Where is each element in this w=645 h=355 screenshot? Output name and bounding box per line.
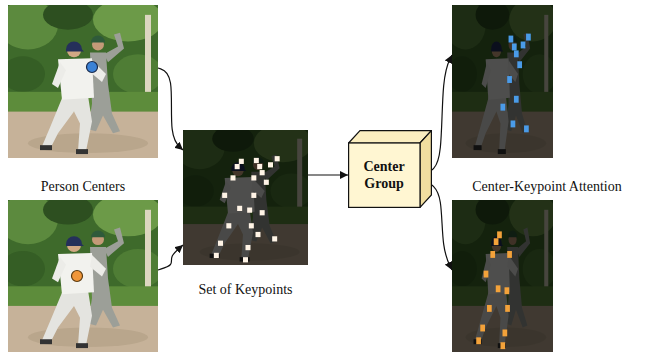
white-keypoints — [254, 158, 259, 163]
white-keypoints — [257, 164, 262, 169]
person-center-photo — [0, 193, 163, 352]
orange-keypoints — [494, 238, 499, 245]
blue-keypoints — [507, 76, 512, 83]
person-center-photo — [0, 193, 163, 352]
white-keypoints — [243, 257, 248, 262]
white-keypoints — [272, 236, 277, 241]
blue-keypoints — [514, 96, 519, 103]
photo-column: Person Centers — [8, 5, 158, 355]
photo-panel: Set of Keypoints — [183, 130, 308, 300]
attention-photo — [445, 0, 556, 158]
orange-keypoints — [502, 329, 507, 336]
orange-keypoints — [476, 231, 512, 349]
orange-keypoints — [496, 285, 501, 292]
orange-keypoints — [484, 271, 489, 278]
cube-box: Center Group — [348, 130, 432, 208]
white-keypoints — [222, 193, 227, 198]
white-keypoints — [237, 206, 242, 211]
node-label: Person Centers — [41, 179, 125, 195]
white-keypoints — [226, 223, 231, 228]
attention-photo — [452, 5, 553, 158]
orange-keypoints — [487, 305, 492, 312]
blue-keypoints — [512, 43, 517, 50]
keypoints-photo — [175, 124, 313, 265]
blue-keypoints — [500, 104, 505, 111]
person-center-photo — [0, 0, 163, 158]
white-keypoints — [235, 164, 240, 169]
cube-side — [420, 131, 431, 208]
orange-keypoints — [507, 251, 512, 258]
attention-photo — [445, 193, 556, 352]
blue-keypoints — [509, 36, 514, 43]
orange-keypoints — [505, 287, 510, 294]
arrow-connector — [158, 245, 183, 270]
white-keypoints — [268, 162, 273, 167]
white-keypoints — [214, 253, 219, 258]
blue-keypoints — [524, 125, 529, 132]
white-keypoints — [230, 175, 235, 180]
person-center-photo — [0, 0, 163, 158]
white-keypoints — [251, 193, 256, 198]
arrow-connector — [432, 185, 452, 270]
white-keypoints — [218, 241, 223, 246]
arrow-connector — [158, 68, 183, 150]
photo-column: Center-Keypoint Attention — [452, 5, 642, 355]
blue-keypoints — [526, 34, 531, 41]
blue-center-dot — [87, 62, 98, 73]
white-keypoints — [214, 156, 280, 262]
cube-top — [349, 131, 432, 143]
cube-front — [349, 143, 420, 207]
orange-keypoints — [476, 337, 481, 344]
arrow-connector — [432, 55, 452, 170]
white-keypoints — [255, 232, 260, 237]
arrow-connector — [308, 174, 348, 175]
orange-keypoints — [497, 231, 502, 238]
orange-keypoints — [505, 305, 510, 312]
white-keypoints — [239, 159, 244, 164]
blue-keypoints — [521, 42, 526, 49]
white-keypoints — [247, 208, 252, 213]
node-label: Set of Keypoints — [198, 282, 292, 298]
attention-photo — [452, 200, 553, 352]
attention-photo — [445, 193, 556, 352]
node-label: Center-Keypoint Attention — [472, 179, 621, 195]
white-keypoints — [245, 245, 250, 250]
white-keypoints — [249, 223, 254, 228]
blue-keypoints — [517, 61, 522, 68]
orange-center-dot — [72, 271, 83, 282]
white-keypoints — [260, 210, 265, 215]
node-label: Center Group — [348, 159, 420, 191]
blue-keypoints — [500, 34, 530, 133]
white-keypoints — [260, 170, 265, 175]
white-keypoints — [251, 175, 256, 180]
keypoints-photo — [183, 130, 308, 265]
orange-keypoints — [480, 325, 485, 332]
orange-keypoints — [490, 251, 495, 258]
white-keypoints — [275, 156, 280, 161]
white-keypoints — [264, 180, 269, 185]
attention-photo — [445, 0, 556, 158]
blue-keypoints — [514, 50, 519, 57]
orange-keypoints — [500, 342, 505, 349]
blue-keypoints — [511, 120, 516, 127]
keypoints-photo — [175, 124, 313, 265]
